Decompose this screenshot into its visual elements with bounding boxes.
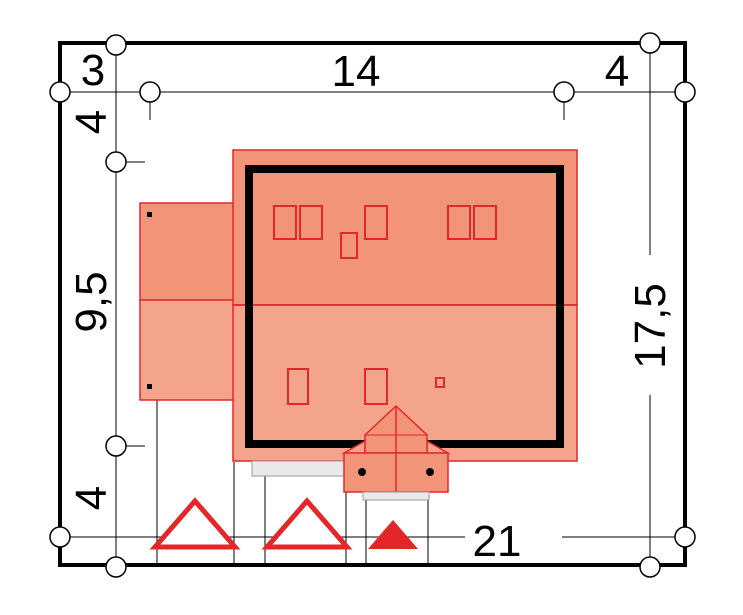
access-markers bbox=[149, 497, 418, 550]
dim-right-side: 17,5 bbox=[626, 283, 675, 369]
pedestrian-entrance-marker bbox=[368, 520, 418, 549]
reference-point bbox=[105, 435, 127, 457]
dim-left-bottom: 4 bbox=[67, 486, 116, 510]
post-marker bbox=[147, 384, 152, 389]
skylights-lower bbox=[287, 368, 445, 405]
dim-top-middle: 14 bbox=[332, 47, 381, 96]
reference-point bbox=[105, 34, 127, 56]
reference-point bbox=[639, 32, 661, 54]
reference-point bbox=[639, 556, 661, 578]
vehicle-entrance-marker bbox=[149, 497, 241, 550]
vehicle-entrance-marker bbox=[261, 497, 353, 550]
dimension-labels: 3 14 4 21 4 9,5 4 17,5 bbox=[67, 46, 675, 566]
reference-point bbox=[49, 81, 71, 103]
skylight bbox=[473, 205, 497, 240]
reference-points bbox=[49, 32, 696, 578]
skylight bbox=[299, 205, 323, 240]
dim-top-left: 3 bbox=[81, 46, 105, 95]
vent bbox=[435, 377, 445, 388]
garage-strip bbox=[251, 460, 345, 477]
skylight bbox=[273, 205, 297, 240]
reference-point bbox=[674, 81, 696, 103]
reference-point bbox=[139, 81, 161, 103]
dim-left-middle: 9,5 bbox=[67, 271, 116, 332]
skylight bbox=[364, 368, 388, 405]
dim-bottom-width: 21 bbox=[473, 517, 522, 566]
skylight bbox=[364, 205, 388, 240]
dim-top-right: 4 bbox=[605, 47, 629, 96]
reference-point bbox=[105, 151, 127, 173]
entrance-porch bbox=[341, 404, 451, 501]
porch-step bbox=[362, 491, 430, 501]
skylight bbox=[447, 205, 471, 240]
dim-left-top: 4 bbox=[67, 110, 116, 134]
reference-point bbox=[105, 556, 127, 578]
side-wing bbox=[139, 202, 242, 401]
main-roof-upper bbox=[232, 149, 578, 306]
side-wing-roof-lower bbox=[139, 299, 236, 401]
post-marker bbox=[147, 212, 152, 217]
porch-post bbox=[358, 468, 366, 476]
reference-point bbox=[49, 526, 71, 548]
skylights-upper bbox=[273, 205, 497, 259]
side-wing-roof-upper bbox=[139, 202, 236, 301]
reference-point bbox=[674, 526, 696, 548]
chimney bbox=[340, 232, 358, 259]
reference-point bbox=[553, 81, 575, 103]
porch-post bbox=[426, 468, 434, 476]
skylight bbox=[287, 368, 309, 405]
plot-boundary bbox=[58, 41, 687, 567]
